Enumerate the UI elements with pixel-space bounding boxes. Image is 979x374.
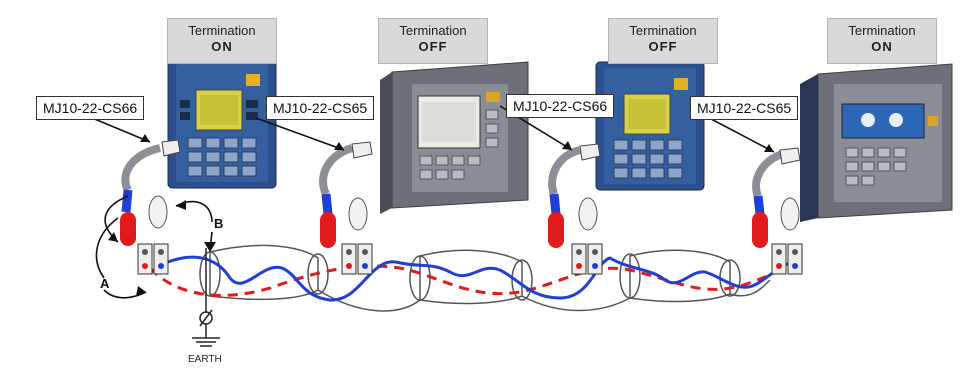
cable-label-2: MJ10-22-CS65 [266, 96, 375, 120]
termination-box-2: Termination OFF [378, 18, 488, 64]
cable-label-1: MJ10-22-CS66 [36, 96, 145, 120]
earth-ground [192, 248, 220, 347]
controller-2 [380, 61, 529, 214]
cable-label-4: MJ10-22-CS65 [690, 96, 799, 120]
controller-4 [800, 63, 953, 222]
drop-cable-2 [319, 141, 373, 248]
drop-cable-4 [752, 147, 801, 248]
termination-state: ON [211, 39, 233, 54]
cable-label-3: MJ10-22-CS66 [506, 94, 615, 118]
arrow-heads [108, 134, 774, 296]
drop-cable-1 [120, 139, 181, 246]
terminal-block-3 [571, 243, 603, 275]
controller-3 [595, 61, 705, 191]
termination-title: Termination [399, 23, 467, 38]
drop-cable-3 [548, 143, 601, 248]
termination-title: Termination [848, 23, 916, 38]
termination-state: OFF [418, 39, 448, 54]
blue-wire [167, 255, 793, 302]
callout-arrows [67, 105, 775, 299]
terminal-block-1 [137, 243, 169, 275]
termination-box-3: Termination OFF [608, 18, 718, 64]
marker-a: A [100, 276, 110, 291]
termination-title: Termination [629, 23, 697, 38]
marker-b: B [214, 216, 223, 231]
earth-label: EARTH [188, 354, 222, 365]
termination-title: Termination [188, 23, 256, 38]
red-wire [148, 264, 789, 297]
termination-box-4: Termination ON [827, 18, 937, 64]
termination-state: OFF [648, 39, 678, 54]
termination-box-1: Termination ON [167, 18, 277, 64]
terminal-block-2 [341, 243, 373, 275]
terminal-block-4 [771, 243, 803, 275]
termination-state: ON [871, 39, 893, 54]
controller-1 [167, 57, 277, 189]
